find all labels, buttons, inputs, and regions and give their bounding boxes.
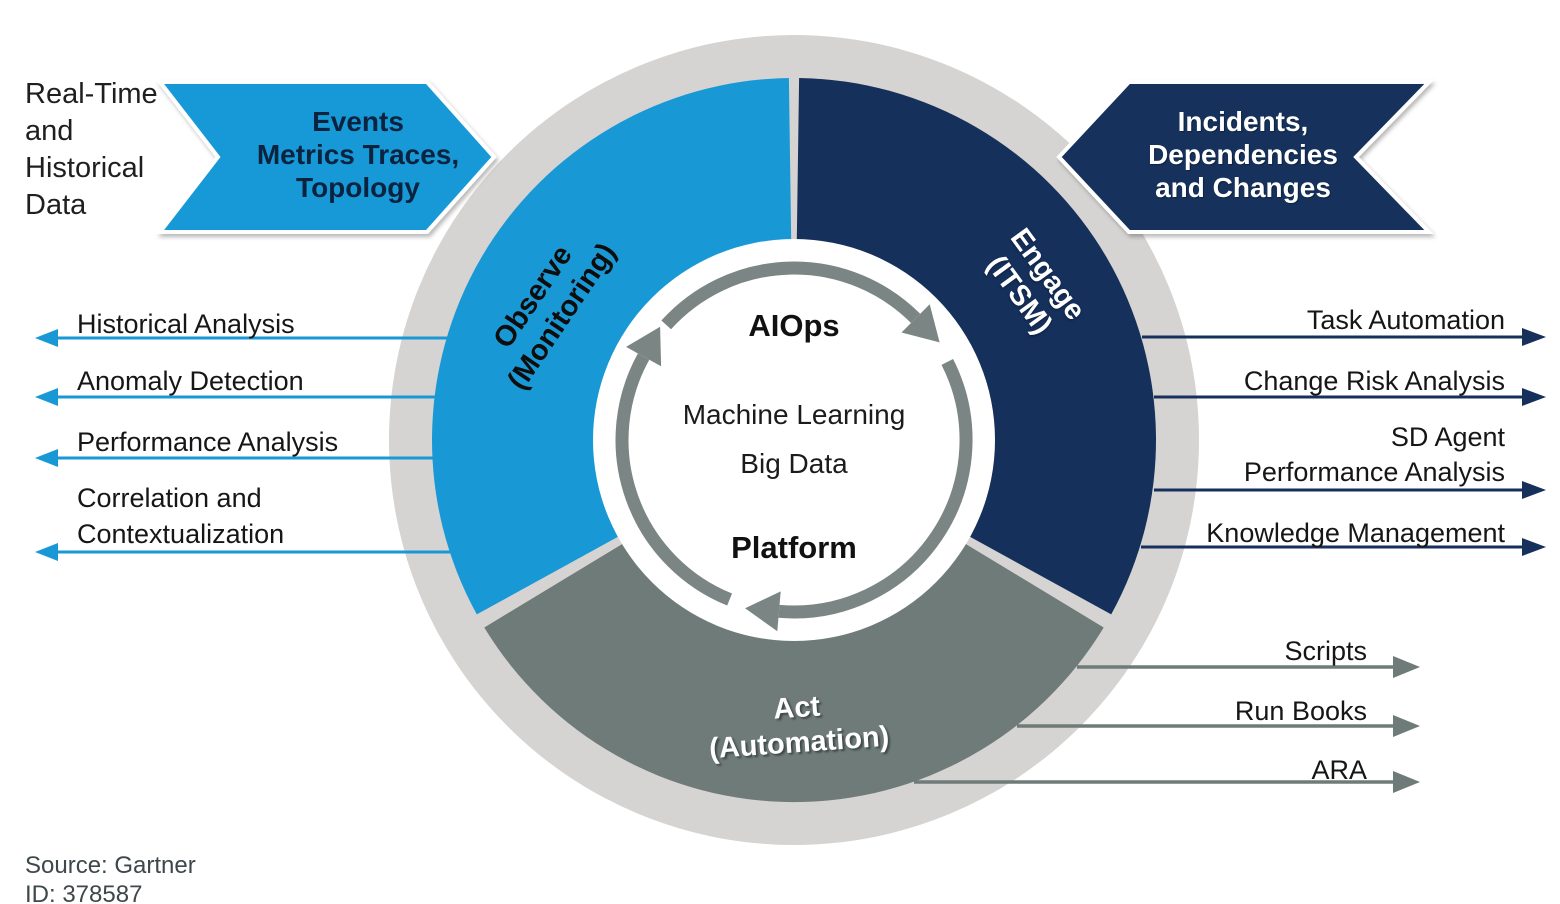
observe-output-label: Performance Analysis	[77, 424, 338, 460]
label-line: Real-Time	[25, 78, 158, 110]
label-line: Performance Analysis	[1243, 457, 1505, 487]
input-banner-left-label: Events Metrics Traces, Topology	[198, 105, 518, 204]
label-line: Knowledge Management	[1206, 518, 1505, 548]
hub-capability: Big Data	[740, 448, 848, 479]
engage-segment	[796, 78, 1156, 615]
label-line: Task Automation	[1306, 305, 1505, 335]
output-arrowhead-performance-analysis	[35, 449, 58, 467]
label-line: Historical Analysis	[77, 309, 295, 339]
observe-output-label: Anomaly Detection	[77, 363, 304, 399]
observe-output-arrows	[35, 329, 451, 561]
cycle-arc-right	[778, 358, 973, 619]
cycle-arrowhead-topright	[901, 304, 940, 343]
label-line: Performance Analysis	[77, 427, 339, 457]
input-banner-right-label: Incidents, Dependencies and Changes	[1083, 105, 1403, 204]
engage-output-label: Knowledge Management	[1206, 515, 1505, 551]
act-segment-label: Act (Automation)	[706, 685, 891, 767]
engage-output-label: Task Automation	[1307, 302, 1505, 338]
label-line: and	[25, 115, 74, 147]
hub-title: AIOps	[748, 308, 840, 343]
cycle-arrowheads	[626, 304, 940, 632]
output-arrowhead-change-risk	[1522, 388, 1546, 406]
label-line: and Changes	[1155, 172, 1331, 203]
output-arrowhead-sd-agent	[1522, 481, 1546, 499]
cycle-arrowhead-upperleft	[626, 326, 662, 367]
label-line: Topology	[296, 172, 420, 203]
label-line: Run Books	[1234, 696, 1367, 726]
label-line: Anomaly Detection	[77, 366, 304, 396]
act-output-label: ARA	[1311, 752, 1367, 788]
label-line: Source: Gartner	[25, 852, 196, 879]
label-line: Contextualization	[77, 519, 285, 549]
label-line: Incidents,	[1177, 106, 1309, 137]
hub-capability: Machine Learning	[682, 399, 906, 430]
label-line: Events	[312, 106, 404, 137]
label-line: Metrics Traces,	[256, 139, 460, 170]
label-line: Change Risk Analysis	[1243, 366, 1505, 396]
act-output-label: Scripts	[1284, 633, 1367, 669]
label-line: SD Agent	[1390, 422, 1505, 452]
output-arrowhead-historical-analysis	[35, 329, 58, 347]
label-line: Correlation and	[77, 483, 262, 513]
observe-output-label: Correlation and Contextualization	[77, 480, 284, 552]
engage-output-label: SD Agent Performance Analysis	[1244, 420, 1505, 490]
observe-output-label: Historical Analysis	[77, 306, 295, 342]
output-arrowhead-knowledge-management	[1522, 538, 1546, 556]
realtime-data-label: Real-Time and Historical Data	[25, 76, 158, 224]
hub-subtitle: Platform	[731, 530, 857, 565]
output-arrowhead-ara	[1393, 771, 1420, 793]
engage-output-arrows	[1141, 328, 1546, 556]
label-line: Scripts	[1284, 636, 1367, 666]
label-line: ID: 378587	[25, 881, 143, 904]
output-arrowhead-task-automation	[1522, 328, 1546, 346]
label-line: Dependencies	[1148, 139, 1338, 170]
output-arrowhead-anomaly-detection	[35, 388, 58, 406]
act-output-label: Run Books	[1235, 693, 1367, 729]
act-output-arrows	[914, 656, 1420, 793]
cycle-arrows	[615, 261, 973, 619]
center-circle	[593, 239, 995, 641]
label-line: Historical	[25, 152, 145, 184]
observe-segment	[432, 78, 792, 615]
label-line: ARA	[1311, 755, 1367, 785]
input-banner-right	[1056, 80, 1434, 234]
cycle-arc-left	[615, 353, 733, 606]
cycle-arrowhead-bottom	[745, 591, 781, 632]
input-banner-left	[155, 80, 497, 234]
output-arrowhead-run-books	[1393, 715, 1420, 737]
output-arrowhead-scripts	[1393, 656, 1420, 678]
output-arrowhead-correlation	[35, 543, 58, 561]
act-segment	[484, 543, 1104, 803]
label-line: Data	[25, 189, 87, 221]
cycle-arc-top	[661, 261, 921, 330]
source-note: Source: Gartner ID: 378587	[25, 851, 196, 904]
engage-output-label: Change Risk Analysis	[1244, 363, 1505, 399]
